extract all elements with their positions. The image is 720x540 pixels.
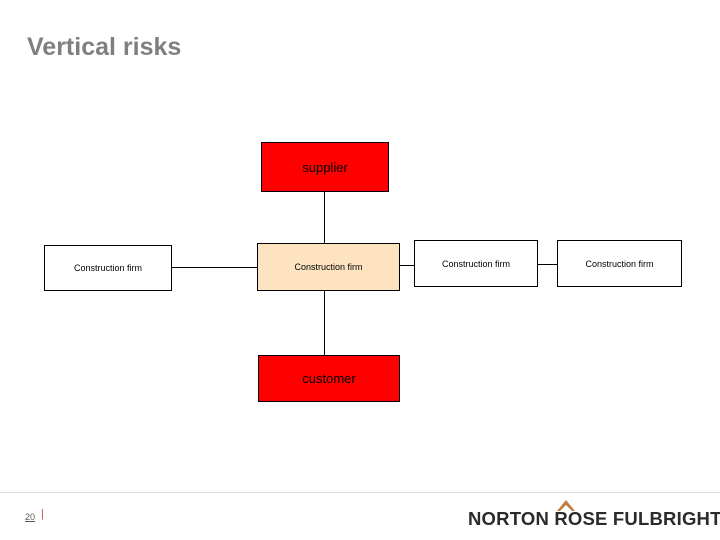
brand-logo: NORTON ROSE FULBRIGHT: [468, 500, 720, 530]
chevron-up-icon-inner: [557, 505, 575, 514]
footer-accent-bar: |: [41, 508, 44, 520]
node-construction-firm-left: Construction firm: [44, 245, 172, 291]
page-number: 20: [25, 512, 36, 522]
node-construction-firm-far-right-label: Construction firm: [585, 258, 654, 269]
connector-supplier-to-center: [324, 192, 325, 245]
brand-name: NORTON ROSE FULBRIGHT: [468, 508, 720, 529]
node-customer: customer: [258, 355, 400, 402]
connector-right-to-far-right: [538, 264, 557, 265]
page-title: Vertical risks: [27, 33, 182, 61]
connector-center-to-customer: [324, 291, 325, 355]
node-construction-firm-center-label: Construction firm: [294, 262, 363, 272]
node-customer-label: customer: [302, 371, 356, 386]
connector-center-to-right: [400, 265, 414, 266]
node-construction-firm-center: Construction firm: [257, 243, 400, 291]
node-supplier: supplier: [261, 142, 389, 192]
node-construction-firm-right-label: Construction firm: [441, 258, 511, 269]
footer-divider: [0, 492, 720, 493]
node-construction-firm-right: Construction firm: [414, 240, 538, 287]
node-supplier-label: supplier: [302, 159, 348, 175]
connector-left-to-center: [172, 267, 257, 268]
node-construction-firm-far-right: Construction firm: [557, 240, 682, 287]
node-construction-firm-left-label: Construction firm: [73, 263, 143, 273]
